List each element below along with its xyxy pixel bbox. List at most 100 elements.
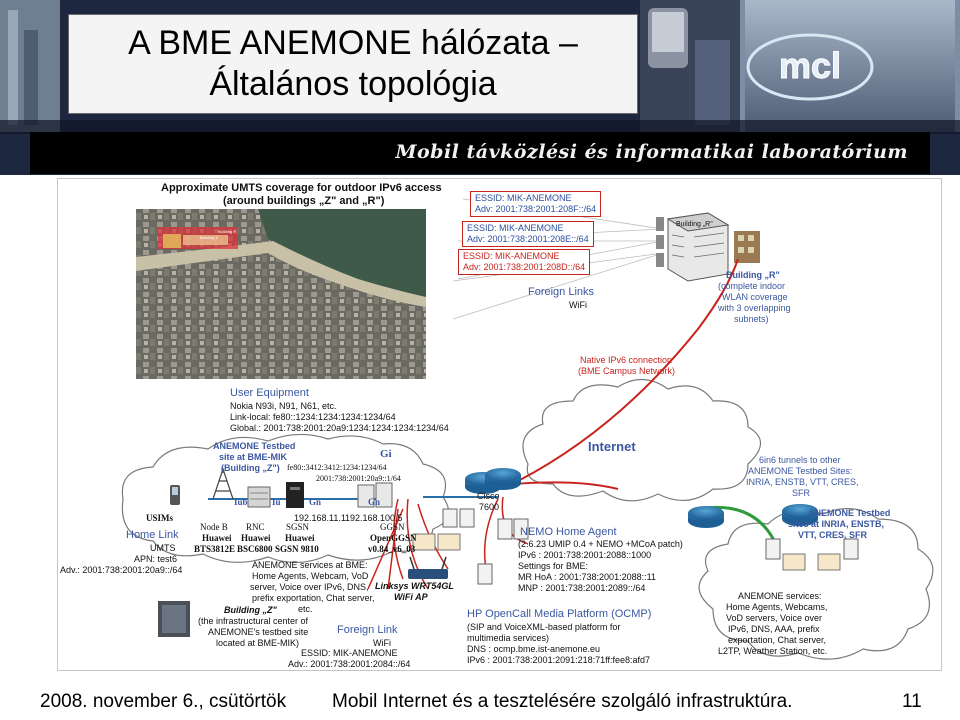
nemo-2: (2.6.23 UMIP 0.4 + NEMO +MCoA patch) xyxy=(518,539,683,549)
tunnels-4: SFR xyxy=(792,488,810,498)
nemo-5: MR HoA : 2001:738:2001:2088::11 xyxy=(518,572,656,582)
server-cluster-remote xyxy=(765,538,859,571)
page-number: 11 xyxy=(902,691,922,712)
essid-name-1: ESSID: MIK-ANEMONE xyxy=(475,193,572,203)
cisco-1: Cisco xyxy=(477,491,500,501)
remote-sites-cloud xyxy=(698,508,934,660)
remote-svc-2: Home Agents, Webcams, xyxy=(726,602,828,612)
sgsn-2: Huawei xyxy=(285,533,315,543)
gi-label: Gi xyxy=(380,448,392,460)
tunnels-1: 6in6 tunnels to other xyxy=(759,455,841,465)
coverage-title-2: (around buildings „Z" and „R") xyxy=(223,195,385,207)
ggsn-2: OpenGGSN xyxy=(370,533,417,543)
linksys-ap-icon xyxy=(408,556,448,579)
lab-name: Mobil távközlési és informatikai laborat… xyxy=(395,141,908,163)
remote-svc-3: VoD servers, Voice over xyxy=(726,613,823,623)
satellite-map: Building Z Building R xyxy=(136,209,426,379)
map-building-z: Building Z xyxy=(200,235,218,240)
essid-box-2: ESSID: MIK-ANEMONE Adv: 2001:738:2001:20… xyxy=(462,221,594,247)
homelink-4: Adv.: 2001:738:2001:20a9::/64 xyxy=(60,565,183,575)
nemo-4: Settings for BME: xyxy=(518,561,589,571)
iface-gn: Gn xyxy=(309,497,322,507)
testbed-label-3: (Building „Z") xyxy=(221,463,280,473)
iface-iu: Iu xyxy=(272,497,281,507)
svc-z-4: prefix exportation, Chat server, xyxy=(252,593,375,603)
foreign-links-top: Foreign Links xyxy=(528,286,595,298)
homelink-2: UMTS xyxy=(150,543,176,553)
hp-1: HP OpenCall Media Platform (OCMP) xyxy=(467,608,652,620)
remote-1: ANEMONE Testbed xyxy=(808,508,891,518)
usims-label: USIMs xyxy=(146,513,174,523)
rnc-1: RNC xyxy=(246,522,265,532)
logo-text: mcl xyxy=(779,45,841,86)
testbed-label-1: ANEMONE Testbed xyxy=(213,441,296,451)
bz-2: (the infrastructural center of xyxy=(198,616,309,626)
mobile-phone-icon xyxy=(170,485,180,505)
rnc-2: Huawei xyxy=(241,533,271,543)
essid-adv-2: Adv: 2001:738:2001:208E::/64 xyxy=(467,234,589,244)
nodeb-2: Huawei xyxy=(202,533,232,543)
hp-4: DNS : ocmp.bme.ist-anemone.eu xyxy=(467,644,601,654)
slide-footer: 2008. november 6., csütörtök Mobil Inter… xyxy=(0,680,960,720)
ue-title: User Equipment xyxy=(230,387,309,399)
building-z-photo xyxy=(158,601,190,637)
mcl-logo: mcl xyxy=(746,33,874,101)
testbed-label-2: site at BME-MIK xyxy=(219,452,288,462)
diagram-graphics: Building Z Building R xyxy=(121,198,934,660)
building-r-tag: Building „R" xyxy=(676,221,713,228)
nodeb-3: BTS3812E xyxy=(194,544,236,554)
essid-box-1: ESSID: MIK-ANEMONE Adv: 2001:738:2001:20… xyxy=(470,191,602,217)
essid-adv-1: Adv: 2001:738:2001:208F::/64 xyxy=(475,204,597,214)
building-r-desc-1: Building „R" xyxy=(726,270,780,280)
remote-svc-1: ANEMONE services: xyxy=(738,591,822,601)
native-ipv6-2: (BME Campus Network) xyxy=(578,366,676,376)
building-r-desc-2: (complete indoor xyxy=(718,281,786,291)
remote-svc-6: L2TP, Weather Station, etc. xyxy=(718,646,828,656)
essid-adv-3: Adv: 2001:738:2001:208D::/64 xyxy=(463,262,586,272)
slide-banner: A BME ANEMONE hálózata – Általános topol… xyxy=(0,0,960,175)
map-building-r: Building R xyxy=(218,229,236,234)
nemo-1: NEMO Home Agent xyxy=(520,526,617,538)
bz-4: located at BME-MIK) xyxy=(216,638,300,648)
hp-5: IPv6 : 2001:738:2001:2091:218:71ff:fee8:… xyxy=(467,655,650,665)
remote-2: sites at INRIA, ENSTB, xyxy=(788,519,885,529)
router-icon-internet xyxy=(485,468,521,490)
native-ipv6-1: Native IPv6 connection xyxy=(580,355,673,365)
essid-name-2: ESSID: MIK-ANEMONE xyxy=(467,223,564,233)
slide-title: A BME ANEMONE hálózata – Általános topol… xyxy=(68,14,638,114)
topology-diagram: Building Z Building R xyxy=(57,178,942,671)
remote-3: VTT, CRES, SFR xyxy=(798,530,868,540)
rnc-rack-icon xyxy=(247,486,271,508)
bz-1: Building „Z" xyxy=(224,605,277,615)
hp-3: multimedia services) xyxy=(467,633,550,643)
building-r-desc-4: with 3 overlapping xyxy=(718,303,791,313)
internet-cloud xyxy=(522,378,762,502)
footer-date: 2008. november 6., csütörtök xyxy=(40,691,287,712)
svc-z-5: etc. xyxy=(298,604,313,614)
linksys-1: Linksys WRT54GL xyxy=(375,581,454,591)
tunnels-3: INRIA, ENSTB, VTT, CRES, xyxy=(746,477,859,487)
remote-svc-4: IPv6, DNS, AAA, prefix xyxy=(728,624,820,634)
ue-line-3: Global.: 2001:738:2001:20a9:1234:1234:12… xyxy=(230,423,449,433)
ip-label-1: 192.168.11.1 xyxy=(294,513,346,523)
remote-svc-5: exportation, Chat server, xyxy=(728,635,827,645)
foreign-bottom-4: Adv.: 2001:738:2001:2084::/64 xyxy=(288,659,411,669)
building-r-desc-3: WLAN coverage xyxy=(722,292,788,302)
title-line-2: Általános topológia xyxy=(209,65,497,103)
hp-2: (SIP and VoiceXML-based platform for xyxy=(467,622,621,632)
ggsn-1: GGSN xyxy=(380,522,405,532)
gi-addr-2: 2001:738:2001:20a9::1/64 xyxy=(316,474,401,483)
server-cluster-bme xyxy=(412,508,529,585)
homelink-1: Home Link xyxy=(126,529,179,541)
ue-line-1: Nokia N93i, N91, N61, etc. xyxy=(230,401,337,411)
sgsn-server-icon xyxy=(286,482,304,508)
tunnels-2: ANEMONE Testbed Sites: xyxy=(748,466,853,476)
svc-z-1: ANEMONE services at BME: xyxy=(252,560,368,570)
foreign-bottom-3: ESSID: MIK-ANEMONE xyxy=(301,648,398,658)
bz-3: ANEMONE's testbed site xyxy=(208,627,309,637)
foreign-bottom-1: Foreign Link xyxy=(337,624,398,636)
router-icon-left-remote xyxy=(688,506,724,528)
gi-addr-1: fe80::3412:3412:1234:1234/64 xyxy=(287,463,387,472)
rnc-3: BSC6800 xyxy=(237,544,273,554)
nemo-3: IPv6 : 2001:738:2001:2088::1000 xyxy=(518,550,652,560)
